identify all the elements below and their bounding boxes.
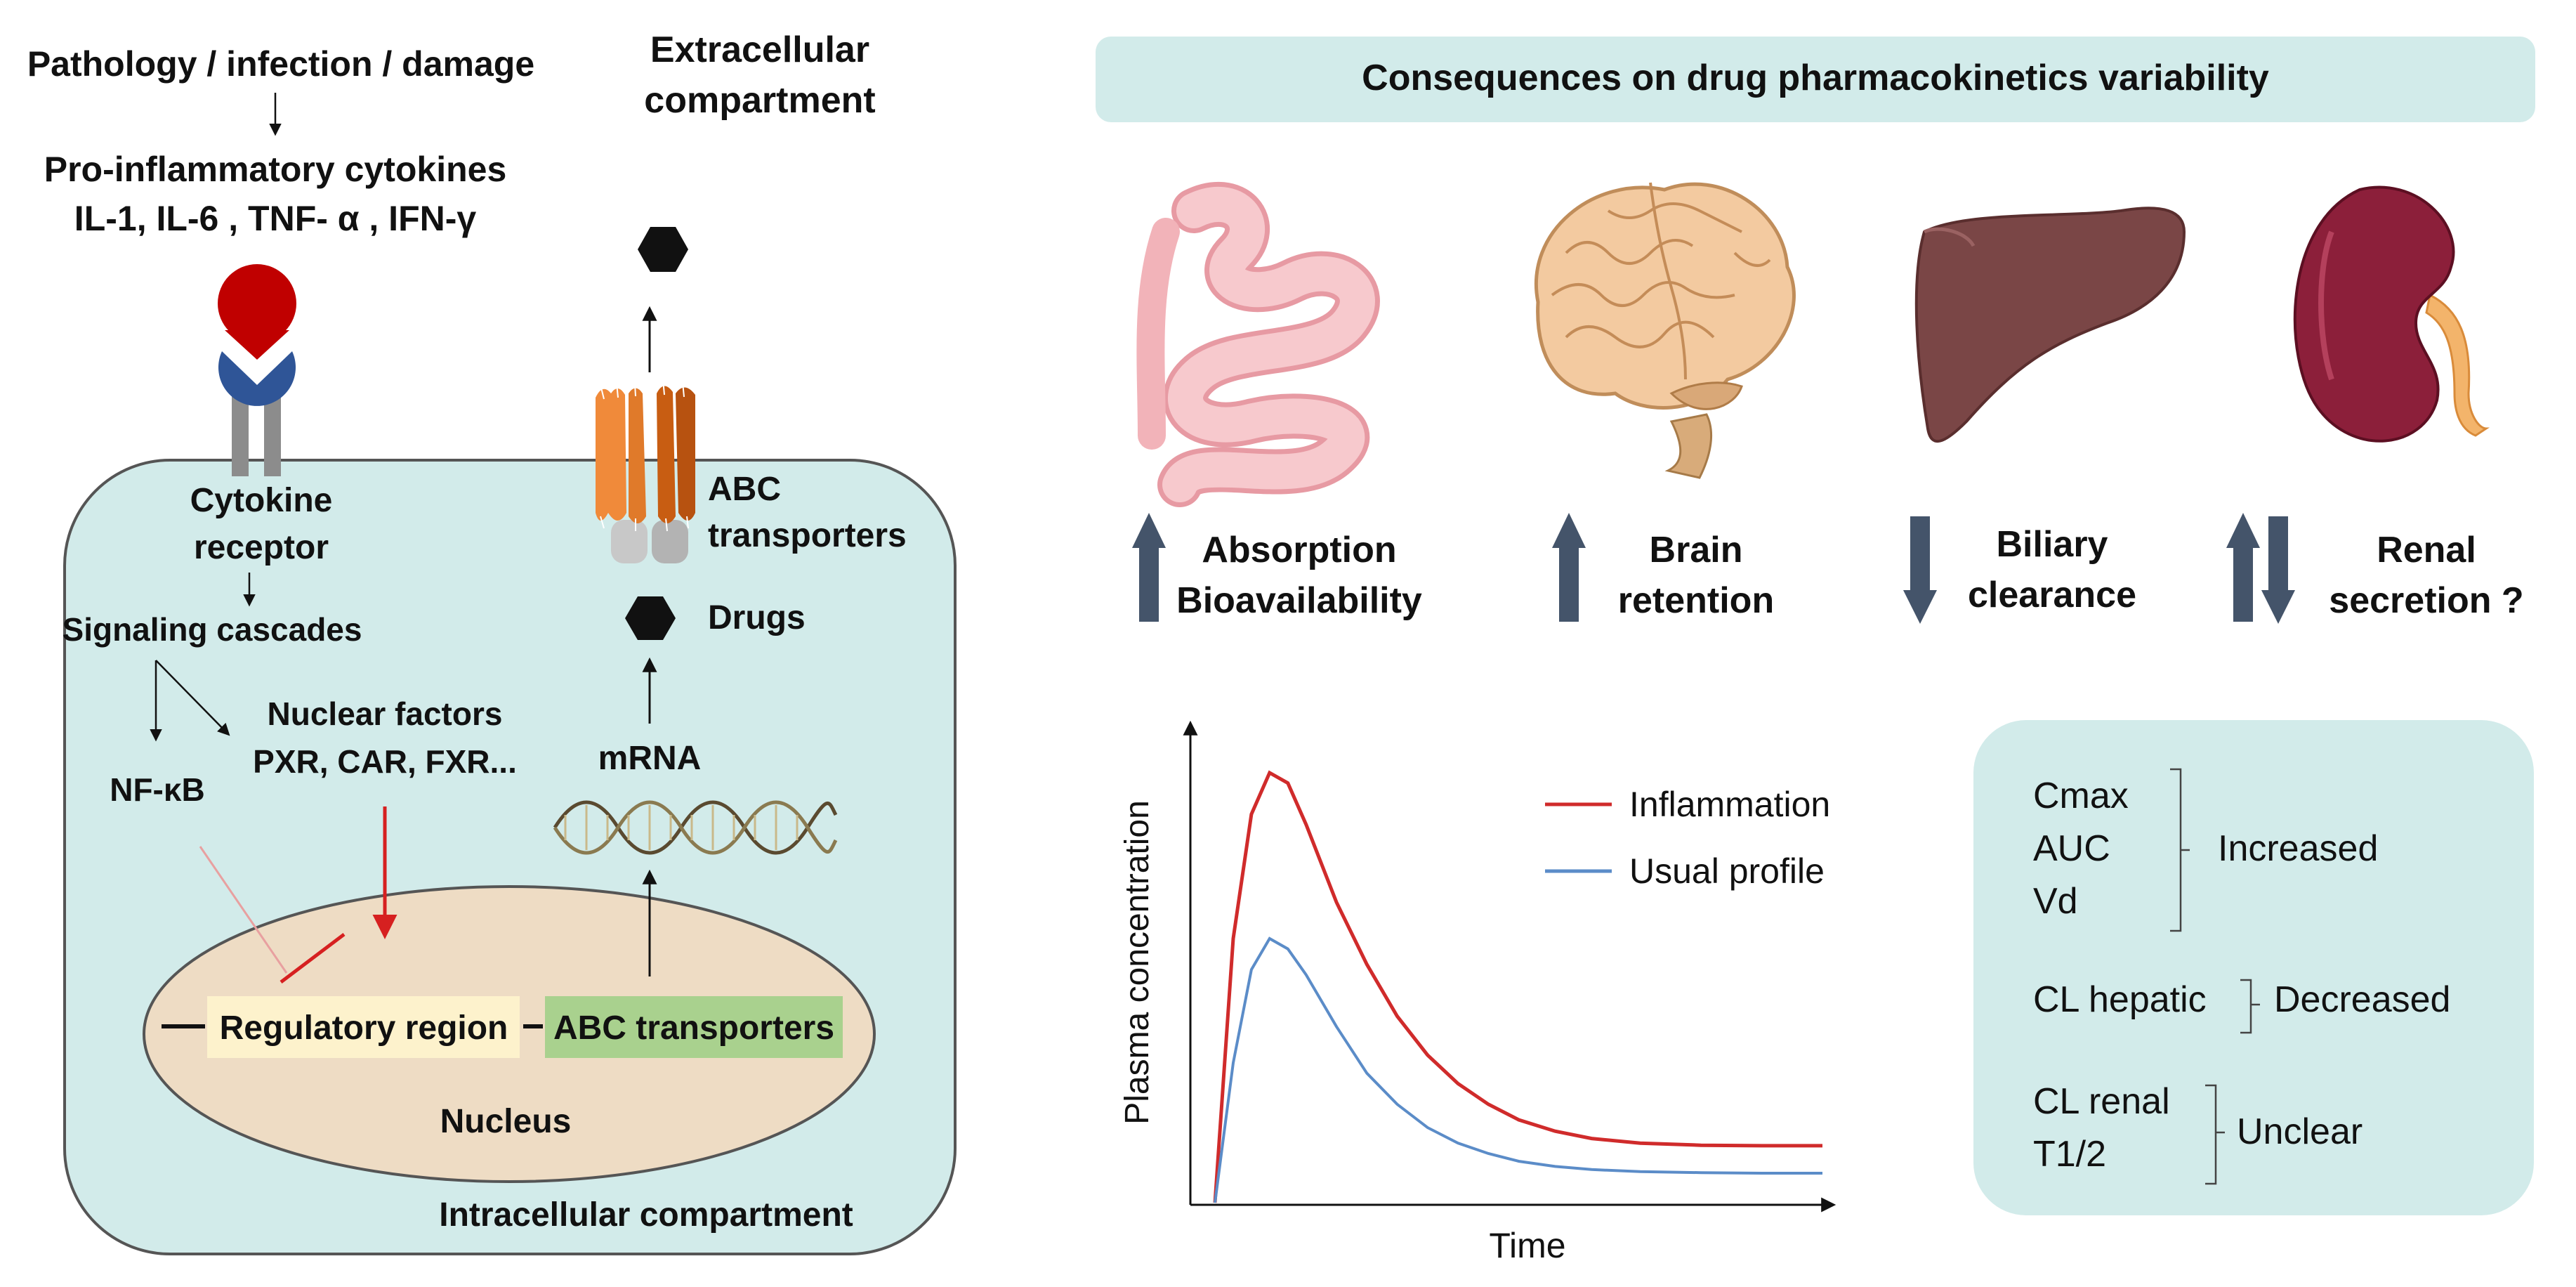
param-vd: Vd [2033,881,2078,922]
cytokines-title: Pro-inflammatory cytokines [44,150,507,189]
chart-y-label: Plasma concentration [1119,800,1156,1125]
header-banner [1096,37,2535,122]
label-decreased: Decreased [2274,979,2450,1020]
arrow-up-absorption-icon [1132,513,1166,622]
nfkb-inhibition-line [199,846,288,974]
regulatory-region-box [207,996,520,1058]
organ-label-biliary-1: Biliary [1997,524,2108,565]
intracellular-label: Intracellular compartment [439,1196,853,1234]
receptor-label-1: Cytokine [190,482,333,519]
nfkb-label: NF-κB [110,771,205,808]
legend-label-inflammation: Inflammation [1629,785,1830,824]
abc-gene-box [545,996,843,1058]
extracellular-label-2: compartment [644,80,875,121]
organ-label-renal-1: Renal [2377,530,2476,570]
intestine-icon [1136,181,1380,507]
mrna-label: mRNA [598,740,702,777]
pk-chart: Plasma concentration Time Inflammation U… [1119,720,1836,1265]
series-line-inflammation [1213,770,1822,1203]
brain-icon [1535,182,1796,479]
trigger-text: Pathology / infection / damage [27,44,534,84]
nuclear-factors-label-2: PXR, CAR, FXR... [253,743,517,780]
abc-transporter-icon [596,379,695,563]
kidney-icon [2293,185,2490,443]
param-auc: AUC [2033,828,2110,869]
abc-gene-label: ABC transporters [553,1010,834,1047]
drug-hexagon-icon [625,596,676,640]
legend-label-usual-profile: Usual profile [1629,851,1825,891]
dna-icon [553,800,838,855]
signal-arrow-nuclear [155,660,230,736]
bracket-group3 [2205,1084,2225,1185]
arrow-down-biliary-icon [1903,516,1937,624]
cytokine-receptor-icon [218,264,296,476]
label-unclear: Unclear [2237,1111,2363,1152]
left-panel: Pathology / infection / damage Pro-infla… [27,30,957,1255]
receptor-label-2: receptor [194,529,329,566]
organ-label-absorption-1: Absorption [1202,530,1396,570]
chart-x-label: Time [1489,1226,1565,1265]
param-cl-hepatic: CL hepatic [2033,979,2207,1020]
arrow-up-brain-icon [1552,513,1586,622]
header-title: Consequences on drug pharmacokinetics va… [1362,58,2269,98]
bracket-group1 [2170,768,2190,932]
drugs-label: Drugs [708,599,806,636]
pk-parameters-box: Cmax AUC Vd Increased CL hepatic Decreas… [1973,720,2534,1215]
nfkb-inhibition-bar [280,933,346,984]
cytokines-list: IL-1, IL-6 , TNF- α , IFN-γ [74,199,477,238]
liver-icon [1914,207,2186,443]
arrow-updown-renal-icon [2226,513,2295,624]
param-t-half: T1/2 [2033,1134,2106,1175]
bracket-group2 [2240,979,2260,1034]
organ-label-renal-2: secretion ? [2329,580,2523,621]
nuclear-factors-label-1: Nuclear factors [268,695,503,732]
organ-label-absorption-2: Bioavailability [1176,580,1422,621]
organ-label-brain-1: Brain [1650,530,1743,570]
abc-label-1: ABC [708,471,781,508]
abc-label-2: transporters [708,517,907,554]
extracellular-label-1: Extracellular [650,30,869,70]
param-cmax: Cmax [2033,776,2129,816]
signaling-label: Signaling cascades [63,611,362,648]
drug-hexagon-outside-icon [638,227,688,272]
right-panel: Consequences on drug pharmacokinetics va… [1096,37,2535,1265]
organ-label-biliary-2: clearance [1968,575,2136,615]
regulatory-region-label: Regulatory region [220,1010,508,1047]
organ-label-brain-2: retention [1618,580,1774,621]
nucleus-label: Nucleus [440,1103,572,1140]
series-line-usual-profile [1214,936,1822,1203]
label-increased: Increased [2218,828,2378,869]
param-cl-renal: CL renal [2033,1081,2170,1122]
